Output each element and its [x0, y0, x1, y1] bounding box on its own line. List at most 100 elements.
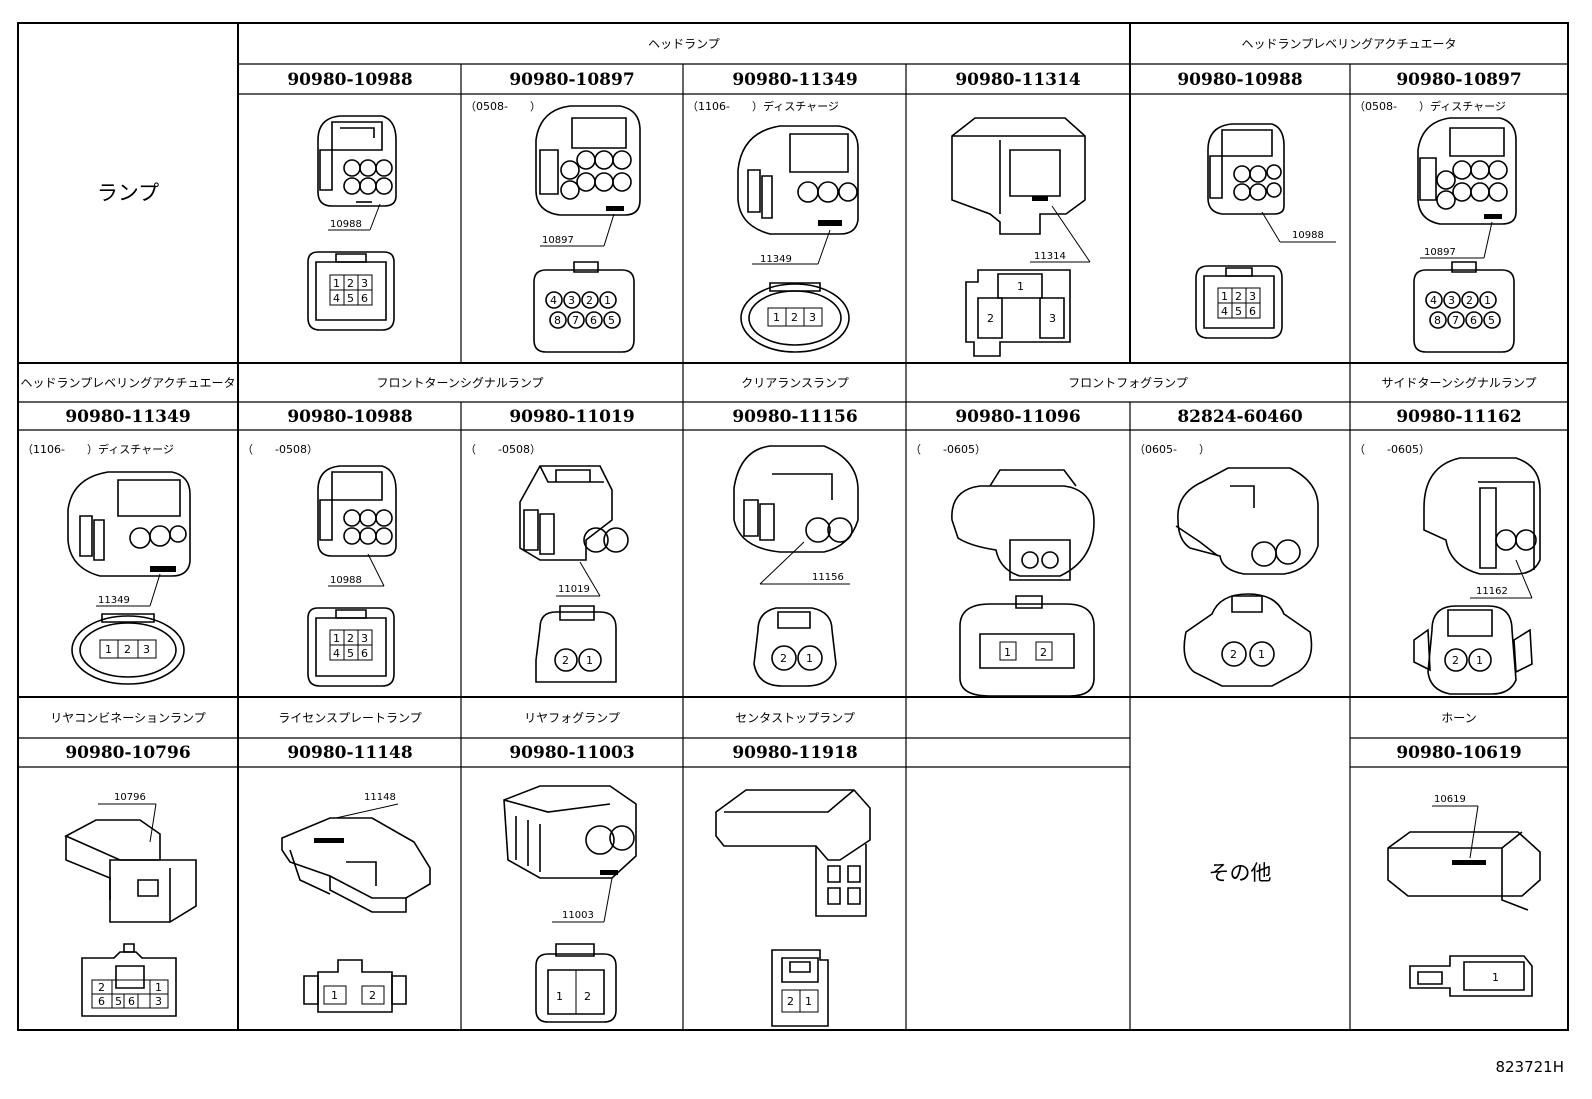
pin-label: 2 — [787, 995, 794, 1008]
part-number: 90980-11162 — [1396, 407, 1521, 427]
connector-illustration: 10988 1 2 3 4 5 6 — [1196, 124, 1336, 338]
pin-label: 1 — [1004, 646, 1011, 659]
connector-illustration: 11162 2 1 — [1414, 458, 1540, 694]
part-number: 90980-10988 — [287, 70, 412, 90]
pin-label: 2 — [98, 981, 105, 994]
lamp-label: ランプ — [97, 181, 159, 205]
pin-label: 7 — [1452, 314, 1459, 327]
pin-label: 4 — [1221, 305, 1228, 318]
group-clearance-lamp: クリアランスランプ — [741, 376, 848, 390]
callout-label: 10619 — [1434, 794, 1466, 805]
pin-label: 6 — [361, 647, 368, 660]
part-number: 90980-11918 — [732, 743, 857, 763]
pin-label: 6 — [590, 314, 597, 327]
variant-note: （ -0508） — [242, 443, 318, 456]
pin-label: 5 — [347, 292, 354, 305]
part-number: 90980-11148 — [287, 743, 412, 763]
pin-label: 8 — [554, 314, 561, 327]
group-horn: ホーン — [1441, 711, 1476, 725]
variant-note: （1106- ）ディスチャージ — [22, 442, 174, 456]
row1-headers: ランプ ヘッドランプ ヘッドランプレベリングアクチュエータ 90980-1098… — [97, 37, 1522, 205]
pin-label: 1 — [1221, 290, 1228, 303]
variant-note: （ -0508） — [465, 443, 541, 456]
pin-label: 1 — [1476, 654, 1483, 667]
variant-note: （ -0605） — [1354, 443, 1430, 456]
variant-note: （1106- ）ディスチャージ — [687, 99, 839, 113]
pin-label: 5 — [115, 995, 122, 1008]
other-label: その他 — [1209, 861, 1272, 885]
pin-label: 3 — [1249, 290, 1256, 303]
callout-label: 11349 — [760, 254, 792, 265]
group-headlamp: ヘッドランプ — [648, 37, 720, 51]
connector-illustration: 10619 1 — [1388, 794, 1540, 996]
connector-illustration: 10897 4 3 2 1 8 7 6 5 — [534, 106, 640, 352]
pin-label: 5 — [1235, 305, 1242, 318]
group-license-plate-lamp: ライセンスプレートランプ — [278, 711, 421, 725]
pin-label: 6 — [1470, 314, 1477, 327]
connector-illustration: 11003 1 2 — [504, 786, 636, 1022]
connector-illustration: 11349 1 2 3 — [738, 126, 858, 352]
part-number: 90980-11349 — [65, 407, 190, 427]
callout-label: 11349 — [98, 595, 130, 606]
variant-note: （0508- ）ディスチャージ — [1354, 99, 1506, 113]
pin-label: 1 — [155, 981, 162, 994]
part-number: 90980-10796 — [65, 743, 190, 763]
pin-label: 2 — [780, 652, 787, 665]
part-number: 90980-11156 — [732, 407, 857, 427]
pin-label: 1 — [773, 311, 780, 324]
callout-label: 10988 — [1292, 230, 1324, 241]
pin-label: 3 — [361, 632, 368, 645]
pin-label: 1 — [1017, 280, 1024, 293]
pin-label: 4 — [550, 294, 557, 307]
part-number: 90980-11349 — [732, 70, 857, 90]
callout-label: 10988 — [330, 575, 362, 586]
variant-note: （0508- ） — [465, 100, 541, 113]
pin-label: 2 — [586, 294, 593, 307]
pin-label: 2 — [1235, 290, 1242, 303]
pin-label: 1 — [805, 995, 812, 1008]
pin-label: 1 — [333, 632, 340, 645]
pin-label: 2 — [369, 989, 376, 1002]
group-leveling-actuator: ヘッドランプレベリングアクチュエータ — [20, 376, 235, 390]
group-front-turn-signal: フロントターンシグナルランプ — [376, 376, 543, 390]
pin-label: 8 — [1434, 314, 1441, 327]
drawing-reference-code: 823721H — [1495, 1058, 1564, 1076]
part-number: 90980-10988 — [1177, 70, 1302, 90]
pin-label: 1 — [604, 294, 611, 307]
pin-label: 5 — [1488, 314, 1495, 327]
callout-label: 11156 — [812, 572, 844, 583]
part-number: 90980-11314 — [955, 70, 1081, 90]
pin-label: 2 — [987, 312, 994, 325]
pin-label: 6 — [128, 995, 135, 1008]
pin-label: 1 — [1258, 648, 1265, 661]
pin-label: 1 — [806, 652, 813, 665]
connector-illustration: 11314 1 2 3 — [952, 118, 1090, 356]
pin-label: 5 — [347, 647, 354, 660]
pin-label: 3 — [1448, 294, 1455, 307]
row2-headers: ヘッドランプレベリングアクチュエータ フロントターンシグナルランプ クリアランス… — [20, 376, 1536, 456]
part-number: 90980-10897 — [509, 70, 634, 90]
pin-label: 3 — [143, 643, 150, 656]
part-number: 90980-10988 — [287, 407, 412, 427]
grid-lines — [18, 23, 1568, 1030]
pin-label: 2 — [791, 311, 798, 324]
pin-label: 6 — [1249, 305, 1256, 318]
pin-label: 6 — [361, 292, 368, 305]
connector-illustration: 11148 1 2 — [282, 792, 430, 1012]
pin-label: 3 — [809, 311, 816, 324]
pin-label: 2 — [124, 643, 131, 656]
part-number: 82824-60460 — [1177, 407, 1303, 427]
connector-illustration: 10988 1 2 3 4 5 6 — [308, 466, 396, 686]
row3-headers: リヤコンビネーションランプ ライセンスプレートランプ リヤフォグランプ センタス… — [50, 711, 1521, 885]
connector-illustration: 2 1 — [716, 790, 870, 1026]
group-rear-fog-lamp: リヤフォグランプ — [524, 711, 620, 725]
callout-label: 11148 — [364, 792, 396, 803]
pin-label: 3 — [568, 294, 575, 307]
connector-illustration: 11156 2 1 — [734, 446, 858, 686]
pin-label: 4 — [333, 647, 340, 660]
group-front-fog-lamp: フロントフォグランプ — [1068, 376, 1188, 390]
variant-note: （ -0605） — [910, 443, 986, 456]
pin-label: 2 — [584, 990, 591, 1003]
connector-illustration: 2 1 — [1176, 468, 1318, 686]
